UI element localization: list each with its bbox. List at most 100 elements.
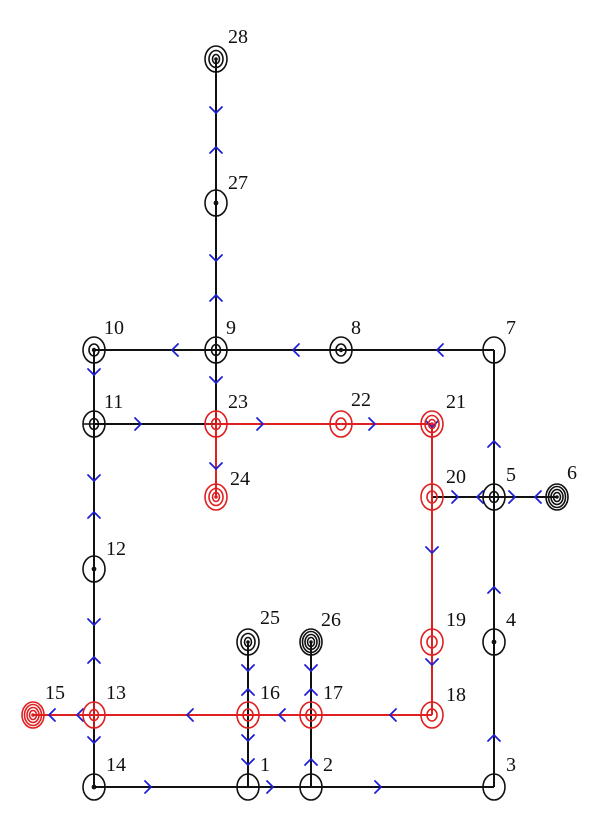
- node-ring-3: [550, 488, 564, 506]
- node-label-16: 16: [260, 682, 280, 704]
- node-label-6: 6: [567, 462, 577, 484]
- node-inner-ring: [426, 490, 438, 504]
- node-17: [299, 701, 323, 729]
- node-outer-ring: [329, 410, 353, 438]
- node-ring-2: [547, 485, 567, 509]
- flow-arrow-up-icon: [87, 511, 101, 519]
- node-inner-ring: [88, 708, 100, 722]
- node-label-3: 3: [506, 754, 516, 776]
- node-12: [82, 555, 106, 583]
- node-center-dot: [491, 639, 497, 645]
- node-3: [482, 773, 506, 801]
- node-inner-ring: [427, 418, 437, 430]
- node-center-dot: [555, 495, 559, 499]
- node-label-23: 23: [228, 391, 248, 413]
- flow-arrow-left-icon: [171, 343, 179, 357]
- flow-arrow-up-icon: [241, 688, 255, 696]
- node-16: [236, 701, 260, 729]
- flow-arrow-left-icon: [436, 343, 444, 357]
- flow-arrow-up-icon: [209, 294, 223, 302]
- node-15: [21, 701, 45, 729]
- flow-arrow-up-icon: [487, 440, 501, 448]
- node-2: [299, 773, 323, 801]
- nodes-layer: [21, 45, 569, 801]
- flow-arrow-left-icon: [186, 708, 194, 722]
- flow-arrow-left-icon: [48, 708, 56, 722]
- flow-arrow-left-icon: [292, 343, 300, 357]
- flow-arrow-down-icon: [209, 254, 223, 262]
- node-label-14: 14: [106, 754, 126, 776]
- node-inner-ring: [306, 636, 316, 648]
- flow-arrow-down-icon: [241, 758, 255, 766]
- node-label-17: 17: [323, 682, 343, 704]
- node-26: [299, 628, 323, 656]
- flow-arrow-down-icon: [209, 106, 223, 114]
- node-inner-ring: [210, 417, 222, 431]
- flow-arrow-down-icon: [87, 368, 101, 376]
- flow-arrow-down-icon: [87, 474, 101, 482]
- node-14: [82, 773, 106, 801]
- node-label-12: 12: [106, 538, 126, 560]
- node-center-dot: [91, 566, 97, 572]
- node-outer-ring: [329, 336, 353, 364]
- flow-arrow-down-icon: [209, 462, 223, 470]
- node-center-dot: [430, 422, 434, 426]
- node-outer-ring: [299, 628, 323, 656]
- flow-arrow-left-icon: [534, 490, 542, 504]
- node-18: [420, 701, 444, 729]
- node-9: [204, 336, 228, 364]
- node-21: [420, 410, 444, 438]
- node-middle-ring: [208, 487, 224, 507]
- node-label-2: 2: [323, 754, 333, 776]
- node-outer-ring: [82, 336, 106, 364]
- node-inner-ring: [552, 491, 562, 503]
- flow-arrow-right-icon: [266, 780, 274, 794]
- node-label-26: 26: [321, 609, 341, 631]
- node-label-24: 24: [230, 468, 250, 490]
- node-inner-ring: [305, 708, 317, 722]
- node-center-dot: [31, 713, 35, 717]
- flow-arrow-down-icon: [304, 664, 318, 672]
- node-center-dot: [309, 640, 313, 644]
- node-label-8: 8: [351, 317, 361, 339]
- node-inner-ring: [88, 417, 100, 431]
- node-28: [204, 45, 228, 73]
- flow-arrow-left-icon: [476, 490, 484, 504]
- node-outer-ring: [482, 336, 506, 364]
- node-1: [236, 773, 260, 801]
- node-outer-ring: [204, 189, 228, 217]
- node-outer-ring: [204, 45, 228, 73]
- node-inner-ring: [335, 417, 347, 431]
- node-outer-ring: [82, 773, 106, 801]
- node-label-5: 5: [506, 464, 516, 486]
- node-label-22: 22: [351, 389, 371, 411]
- node-inner-ring: [242, 708, 254, 722]
- node-25: [236, 628, 260, 656]
- node-center-dot: [213, 200, 219, 206]
- node-outer-ring: [82, 555, 106, 583]
- flow-arrow-left-icon: [389, 708, 397, 722]
- node-center-dot: [91, 784, 97, 790]
- flow-arrow-down-icon: [425, 658, 439, 666]
- node-outer-ring: [420, 701, 444, 729]
- flow-arrow-down-icon: [241, 664, 255, 672]
- node-label-19: 19: [446, 609, 466, 631]
- node-inner-ring: [210, 343, 222, 357]
- node-label-1: 1: [260, 754, 270, 776]
- node-outer-ring: [236, 628, 260, 656]
- node-label-20: 20: [446, 466, 466, 488]
- node-6: [545, 483, 569, 511]
- node-5: [482, 483, 506, 511]
- node-middle-ring: [208, 49, 224, 69]
- flow-arrow-right-icon: [451, 490, 459, 504]
- node-4: [482, 628, 506, 656]
- flow-arrow-up-icon: [304, 688, 318, 696]
- node-inner-ring: [211, 491, 221, 503]
- node-13: [82, 701, 106, 729]
- node-label-27: 27: [228, 172, 248, 194]
- node-27: [204, 189, 228, 217]
- flow-arrow-right-icon: [508, 490, 516, 504]
- node-inner-ring: [243, 636, 253, 648]
- node-10: [82, 336, 106, 364]
